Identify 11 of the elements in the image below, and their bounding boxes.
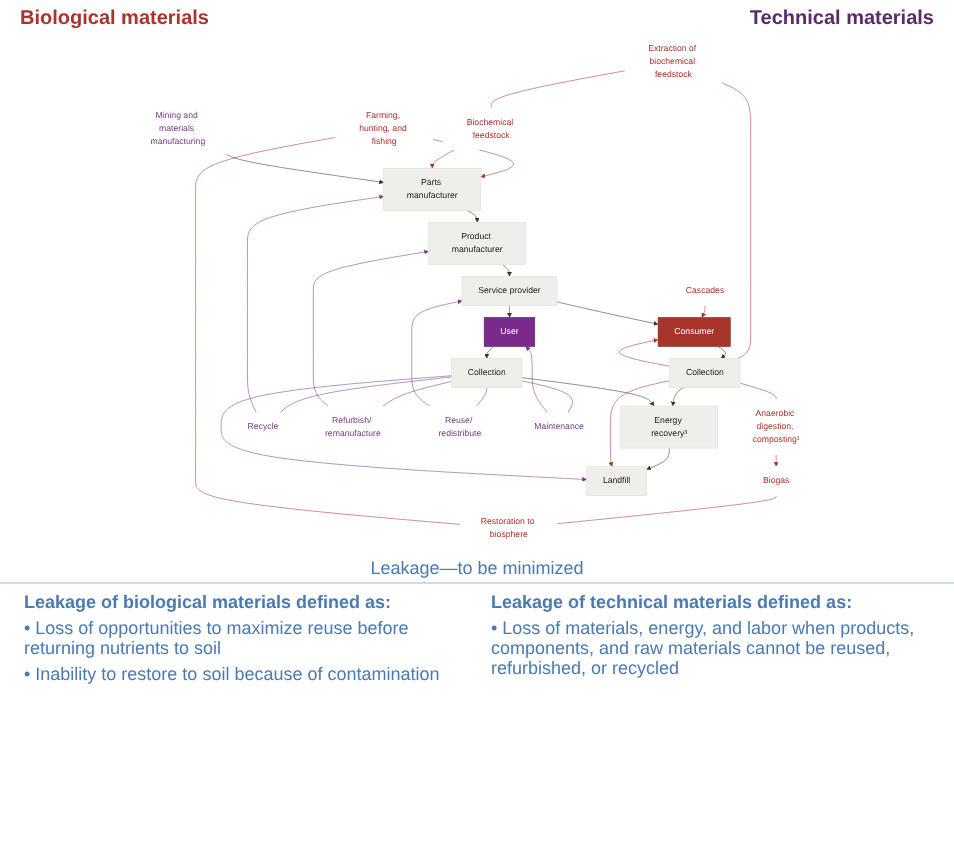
connector — [521, 380, 573, 413]
connector — [279, 376, 452, 413]
bullet-text: • Loss of materials, energy, and labor when products, components, and raw materials cannot be reused, refurbished, or recycled — [491, 618, 917, 678]
heading: Biological materials — [20, 8, 209, 30]
note: Leakage—to be minimized — [368, 558, 586, 578]
bullet-text: • Loss of opportunities to maximize reuse before returning nutrients to soil — [24, 618, 411, 658]
connector — [382, 381, 452, 407]
bullet-text: • Inability to restore to soil because of contamination — [24, 664, 442, 684]
heading: Leakage of biological materials defined as: — [24, 592, 394, 612]
heading: Technical materials — [749, 8, 934, 30]
heading: Leakage of technical materials defined as: — [491, 592, 855, 612]
